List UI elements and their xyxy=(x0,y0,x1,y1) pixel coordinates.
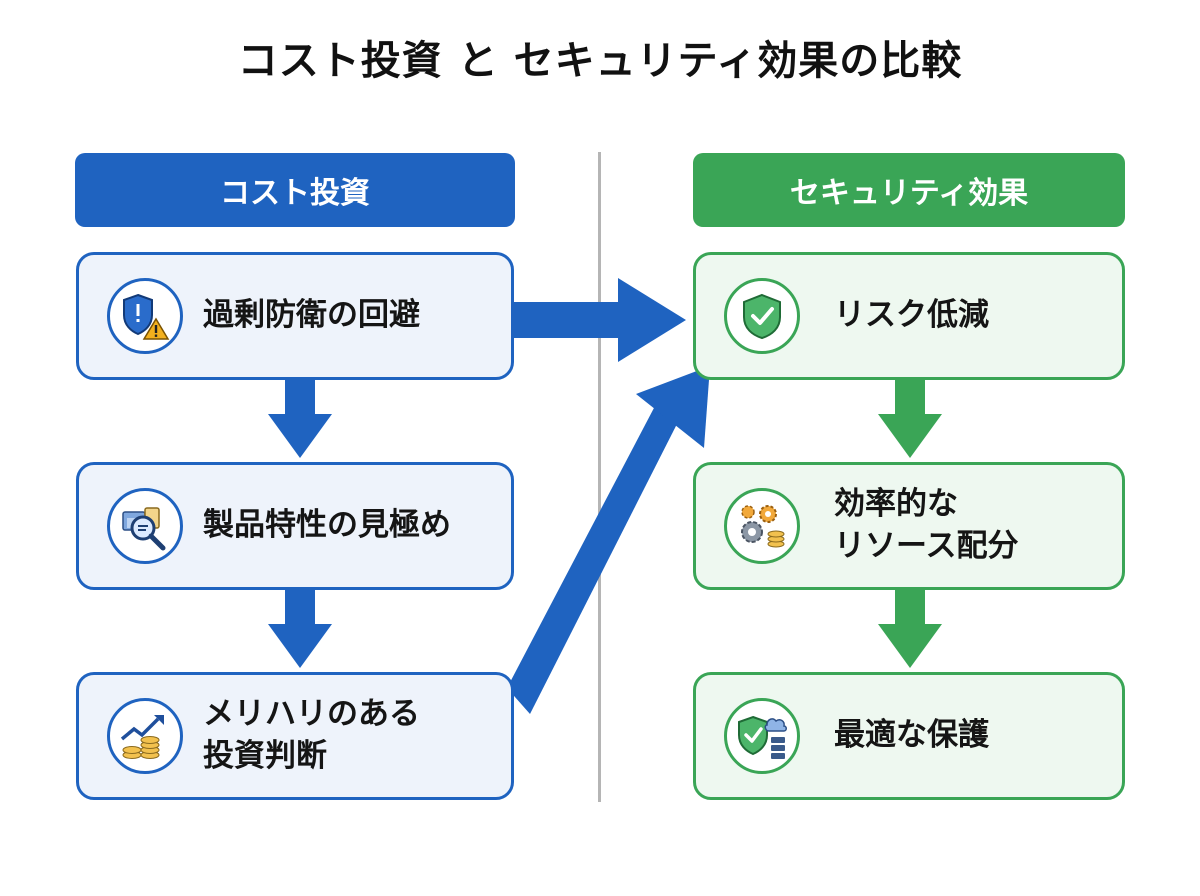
growth-coins-icon xyxy=(107,698,183,774)
security-effect-header: セキュリティ効果 xyxy=(693,153,1125,227)
card-label: 効率的な リソース配分 xyxy=(834,486,1019,564)
card-product-characteristics: 製品特性の見極め xyxy=(76,462,514,590)
shield-check-icon xyxy=(724,278,800,354)
card-label: メリハリのある 投資判断 xyxy=(203,696,420,774)
card-label: 過剰防衛の回避 xyxy=(203,297,420,334)
card-label: リスク低減 xyxy=(834,297,989,334)
card-risk-reduction: リスク低減 xyxy=(693,252,1125,380)
left-down-arrow-1 xyxy=(268,380,332,458)
card-efficient-allocation: 効率的な リソース配分 xyxy=(693,462,1125,590)
cross-arrow-horizontal xyxy=(512,278,686,362)
page-title: コスト投資 と セキュリティ効果の比較 xyxy=(237,38,963,84)
center-divider xyxy=(598,152,601,802)
card-balanced-investment: メリハリのある 投資判断 xyxy=(76,672,514,800)
shield-cloud-server-icon xyxy=(724,698,800,774)
left-down-arrow-2 xyxy=(268,590,332,668)
right-down-arrow-1 xyxy=(878,380,942,458)
cross-arrow-diagonal xyxy=(507,366,710,714)
cost-investment-header: コスト投資 xyxy=(75,153,515,227)
card-label: 最適な保護 xyxy=(834,717,989,754)
shield-warning-icon xyxy=(107,278,183,354)
card-label: 製品特性の見極め xyxy=(203,507,451,544)
card-avoid-overprotection: 過剰防衛の回避 xyxy=(76,252,514,380)
card-optimal-protection: 最適な保護 xyxy=(693,672,1125,800)
gears-coins-icon xyxy=(724,488,800,564)
magnifier-documents-icon xyxy=(107,488,183,564)
right-down-arrow-2 xyxy=(878,590,942,668)
